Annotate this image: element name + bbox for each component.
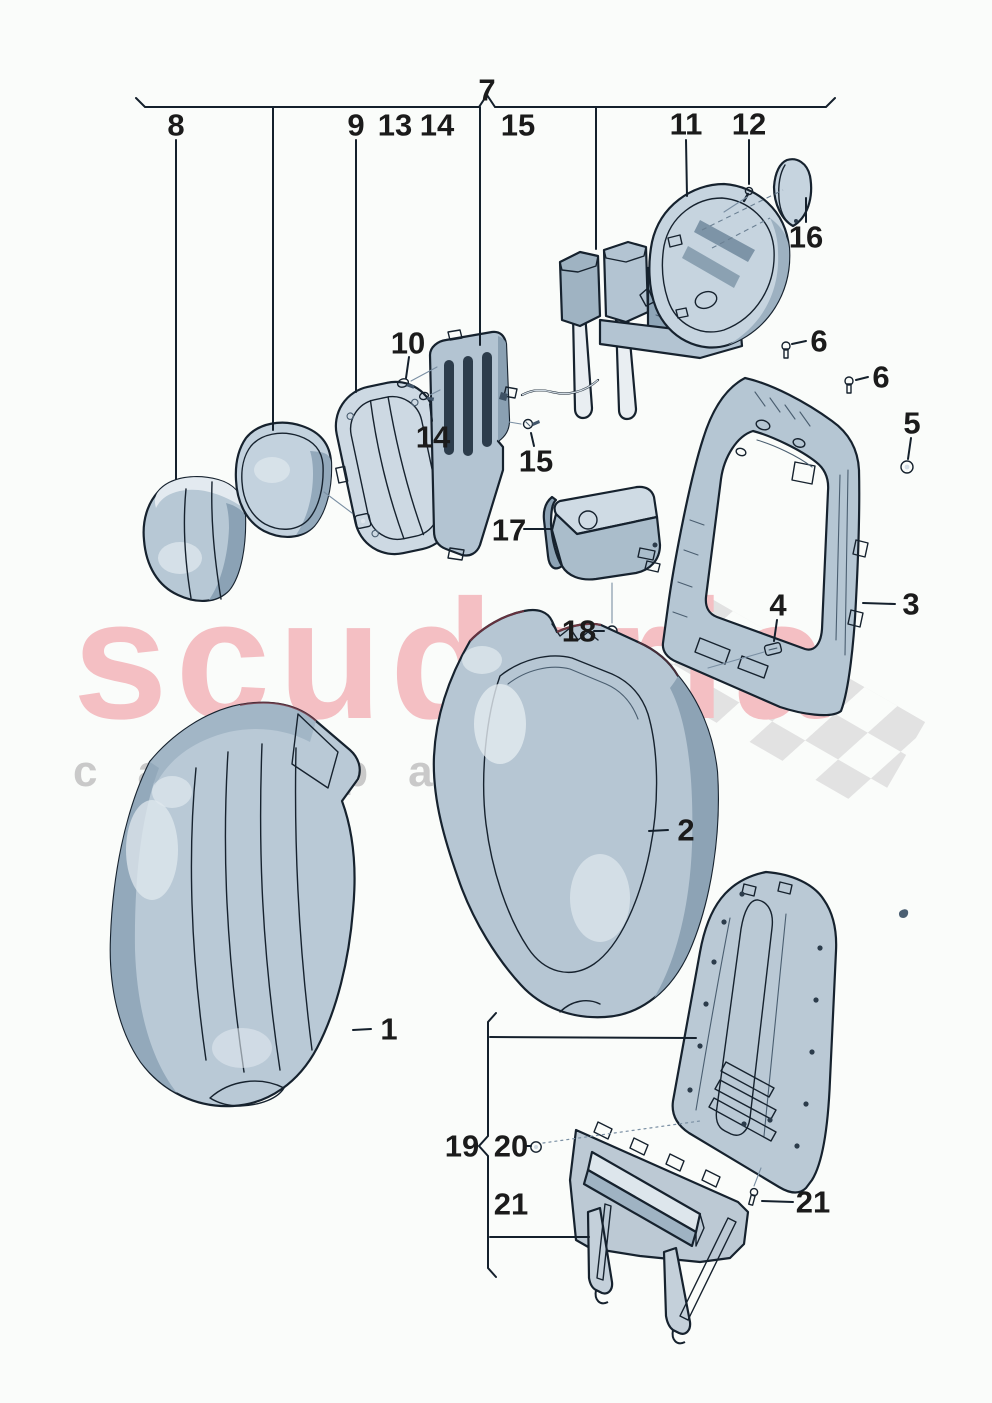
callout-15-mid: 15: [519, 444, 553, 479]
panel-mount-holes: [687, 891, 823, 1149]
part-headrest-cushion: [142, 476, 247, 602]
part-back-panel: [671, 870, 838, 1194]
callout-11: 11: [670, 107, 703, 142]
callout-12: 12: [732, 107, 766, 142]
group-bracket-19: [477, 1012, 697, 1278]
callout-9: 9: [347, 108, 364, 143]
callout-14-mid: 14: [416, 420, 451, 455]
callout-2: 2: [677, 813, 694, 848]
callout-20: 20: [494, 1129, 528, 1164]
screw-14: [418, 391, 435, 402]
callout-3: 3: [902, 587, 919, 622]
callout-13-top: 13: [378, 108, 412, 143]
part-backrest-foam: [432, 608, 719, 1019]
screw-6-b: [844, 376, 854, 394]
clip-13: [354, 512, 372, 530]
callout-19: 19: [445, 1129, 479, 1164]
part-backrest-frame: [661, 376, 869, 717]
tiny-clip-mark: [898, 909, 909, 918]
screw-10: [396, 378, 415, 389]
part-lower-bracket: [568, 1121, 750, 1345]
callout-16: 16: [789, 220, 823, 255]
part-lock-plate: [428, 329, 511, 561]
callout-17: 17: [492, 513, 526, 548]
callout-5: 5: [903, 406, 920, 441]
callout-10: 10: [391, 326, 425, 361]
screw-15: [522, 418, 540, 430]
callout-15-top: 15: [501, 108, 535, 143]
callout-21-left: 21: [494, 1187, 528, 1222]
nut-20: [530, 1141, 542, 1153]
nut-5: [900, 460, 914, 474]
callout-21-right: 21: [796, 1185, 830, 1220]
callout-6-a: 6: [810, 324, 827, 359]
callout-7: 7: [478, 73, 495, 108]
part-trim-cover: [542, 485, 662, 581]
screw-6-a: [781, 341, 791, 359]
group-bracket-7: [135, 93, 836, 108]
callout-6-b: 6: [872, 360, 889, 395]
callout-8: 8: [167, 108, 184, 143]
leader-lines: [175, 106, 912, 1203]
part-backrest-cover: [109, 701, 361, 1108]
callout-4: 4: [769, 588, 787, 623]
part-headrest-shell: [639, 182, 791, 349]
screw-21: [748, 1187, 759, 1206]
part-headrest-pad-rear: [234, 421, 333, 538]
callout-1: 1: [380, 1012, 397, 1047]
callout-18: 18: [562, 614, 596, 649]
callout-14-top: 14: [420, 108, 455, 143]
part-shell-cap: [772, 158, 813, 228]
clip-4: [763, 642, 783, 656]
